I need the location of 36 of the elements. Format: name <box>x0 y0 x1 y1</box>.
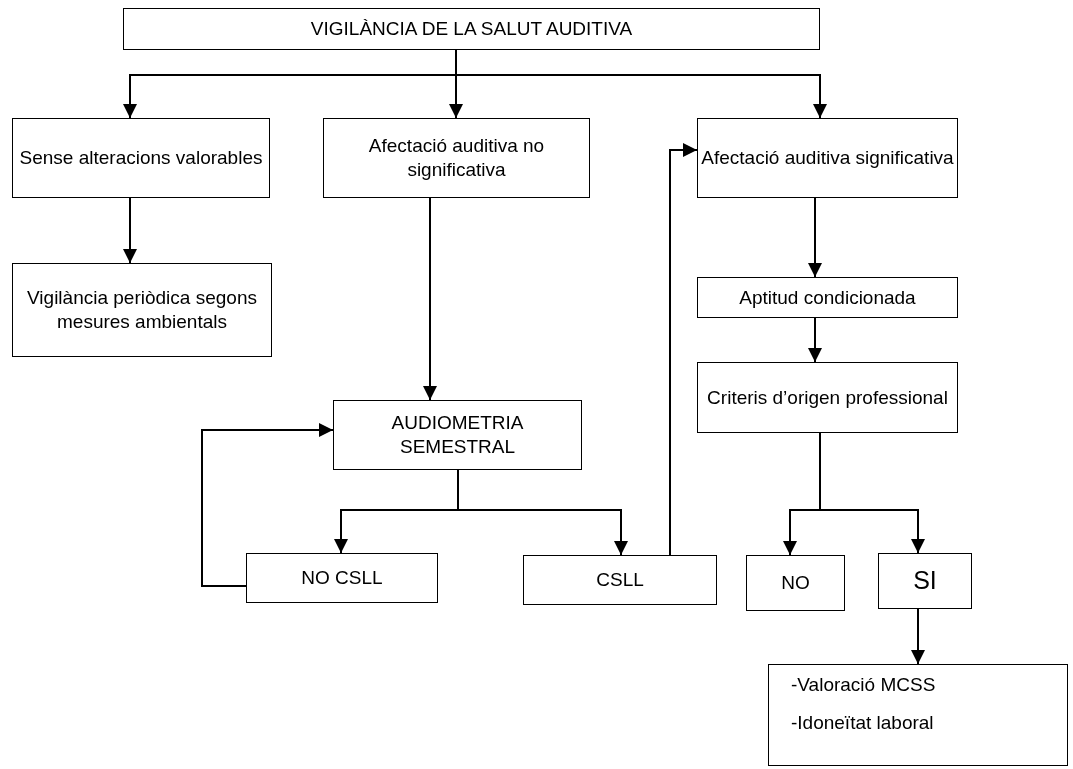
box-label: Afectació auditiva no significativa <box>367 134 546 182</box>
box-label: Vigilància periòdica segons mesures ambientals <box>26 286 258 334</box>
arrow <box>911 608 925 665</box>
process-box <box>12 118 270 198</box>
box-label: Criteris d’origen professional <box>707 385 948 410</box>
arrow <box>819 432 925 554</box>
box-label: -Idoneïtat laboral <box>791 710 934 735</box>
box-label: -Valoració MCSS <box>791 673 936 697</box>
arrow <box>808 197 822 278</box>
process-box <box>12 263 272 357</box>
process-box <box>878 553 972 609</box>
process-box <box>697 118 958 198</box>
box-label: Aptitud condicionada <box>739 285 916 310</box>
arrow <box>808 317 822 363</box>
process-box <box>123 8 820 50</box>
box-label: AUDIOMETRIA SEMESTRAL <box>390 411 525 459</box>
process-box <box>768 664 1068 766</box>
box-label: VIGILÀNCIA DE LA SALUT AUDITIVA <box>310 17 633 41</box>
box-label: NO <box>781 571 810 595</box>
box-label: Sense alteracions valorables <box>19 146 263 170</box>
box-label: NO CSLL <box>301 566 383 590</box>
process-box <box>323 118 590 198</box>
arrow <box>423 197 437 401</box>
arrow <box>457 469 628 556</box>
box-label: CSLL <box>596 568 644 592</box>
process-box <box>246 553 438 603</box>
process-box <box>333 400 582 470</box>
arrow <box>669 143 698 556</box>
process-box <box>697 277 958 318</box>
box-label: Afectació auditiva significativa <box>701 146 954 170</box>
process-box <box>746 555 845 611</box>
process-box <box>523 555 717 605</box>
box-label: SI <box>913 565 937 597</box>
arrow <box>123 197 137 264</box>
process-box <box>697 362 958 433</box>
arrow <box>201 423 334 587</box>
